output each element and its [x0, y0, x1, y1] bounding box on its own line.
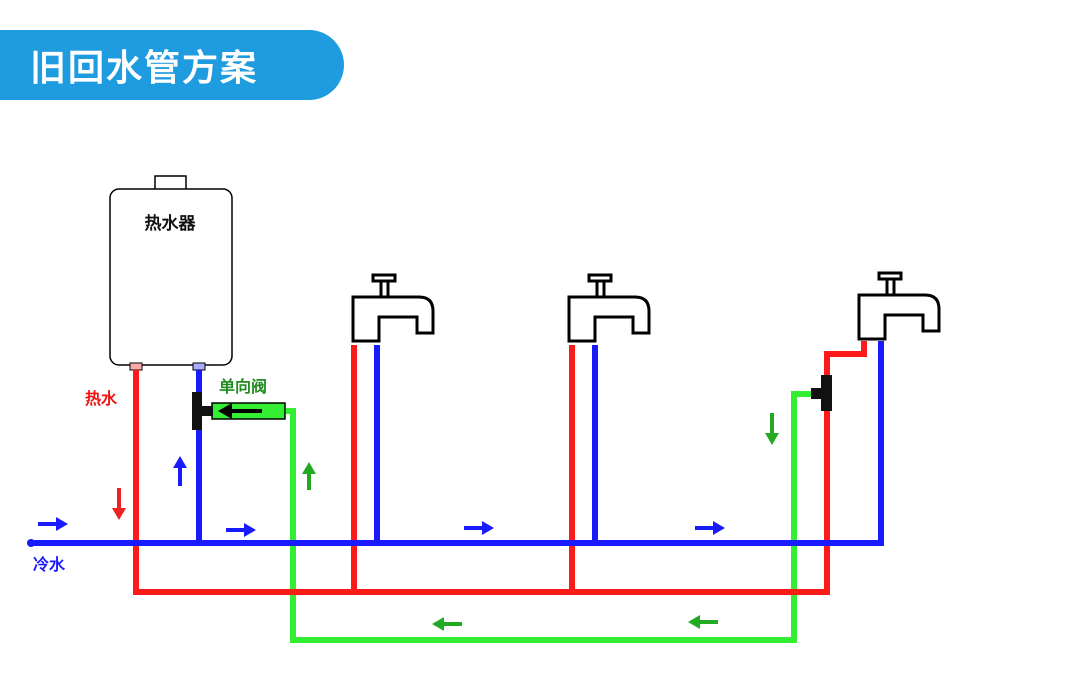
faucet-icon	[567, 273, 651, 343]
flow-arrow-icon	[688, 615, 718, 629]
cold-water-pipe	[30, 341, 884, 546]
flow-arrow-icon	[226, 523, 256, 537]
heater-label: 热水器	[145, 213, 197, 234]
return-pipe	[286, 391, 814, 643]
flow-arrow-icon	[695, 521, 725, 535]
flow-arrow-icon	[302, 462, 316, 490]
flow-arrow-icon	[38, 517, 68, 531]
hot-water-label: 热水	[85, 389, 118, 408]
flow-arrow-icon	[432, 617, 462, 631]
faucet-icon	[857, 271, 941, 341]
flow-arrow-icon	[765, 413, 779, 445]
check-valve-icon	[211, 402, 286, 420]
check-valve-label: 单向阀	[219, 377, 267, 396]
water-heater-icon	[109, 175, 233, 371]
page-title: 旧回水管方案	[30, 48, 259, 89]
tee-fitting-icon	[192, 392, 213, 430]
flow-arrow-icon	[173, 456, 187, 486]
cold-water-label: 冷水	[33, 555, 66, 574]
tee-fitting-icon	[811, 375, 832, 411]
faucet-icon	[351, 273, 435, 343]
flow-arrow-icon	[112, 488, 126, 520]
cold-inlet-end	[27, 539, 35, 547]
title-banner: 旧回水管方案	[0, 30, 344, 100]
flow-arrow-icon	[464, 521, 494, 535]
hot-water-pipe	[133, 341, 867, 595]
